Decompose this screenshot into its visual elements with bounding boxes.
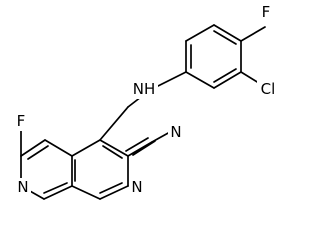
quinoline-nitrogen: N <box>129 178 145 196</box>
bond <box>20 139 46 157</box>
bond-inner <box>43 182 68 194</box>
bond <box>185 71 215 89</box>
bond <box>240 26 266 42</box>
atom-label: N <box>131 178 142 196</box>
bond-inner <box>27 145 49 160</box>
molecule-structure: F N N N NH F Cl <box>13 3 279 200</box>
bond-nitrile-triple <box>132 140 156 156</box>
bond-nitrile <box>127 141 153 157</box>
bond-inner <box>99 182 123 194</box>
bond <box>213 24 242 42</box>
amine-nh: NH <box>130 80 158 99</box>
atom-label: Cl <box>261 80 276 98</box>
bond <box>71 185 101 200</box>
atom-label-layer: F N N N NH F Cl <box>13 3 279 196</box>
nitrile-nitrogen: N <box>168 123 184 141</box>
atom-label: F <box>17 112 26 130</box>
fluoro-atom-aryl: F <box>258 3 274 21</box>
bond <box>99 106 129 141</box>
atom-label: NH <box>133 80 156 98</box>
fluoro-atom-left: F <box>13 112 29 131</box>
bond-inner <box>102 145 123 159</box>
bond-inner <box>213 30 237 45</box>
bond-nitrile <box>151 131 171 143</box>
bond <box>99 185 129 200</box>
bond <box>213 71 242 89</box>
bond-nitrile-triple <box>125 137 149 152</box>
bond-inner <box>213 68 237 83</box>
bond-layer <box>20 24 266 200</box>
chloro-atom-aryl: Cl <box>257 80 279 98</box>
pyridine-nitrogen: N <box>15 178 31 196</box>
bond <box>185 24 215 42</box>
atom-label: F <box>262 3 271 21</box>
bond <box>71 139 101 157</box>
bond <box>44 139 73 157</box>
atom-label: N <box>170 123 181 141</box>
bond <box>99 139 129 157</box>
bond <box>43 185 73 200</box>
atom-label: N <box>17 178 28 196</box>
molecule-canvas: F N N N NH F Cl <box>13 3 279 200</box>
